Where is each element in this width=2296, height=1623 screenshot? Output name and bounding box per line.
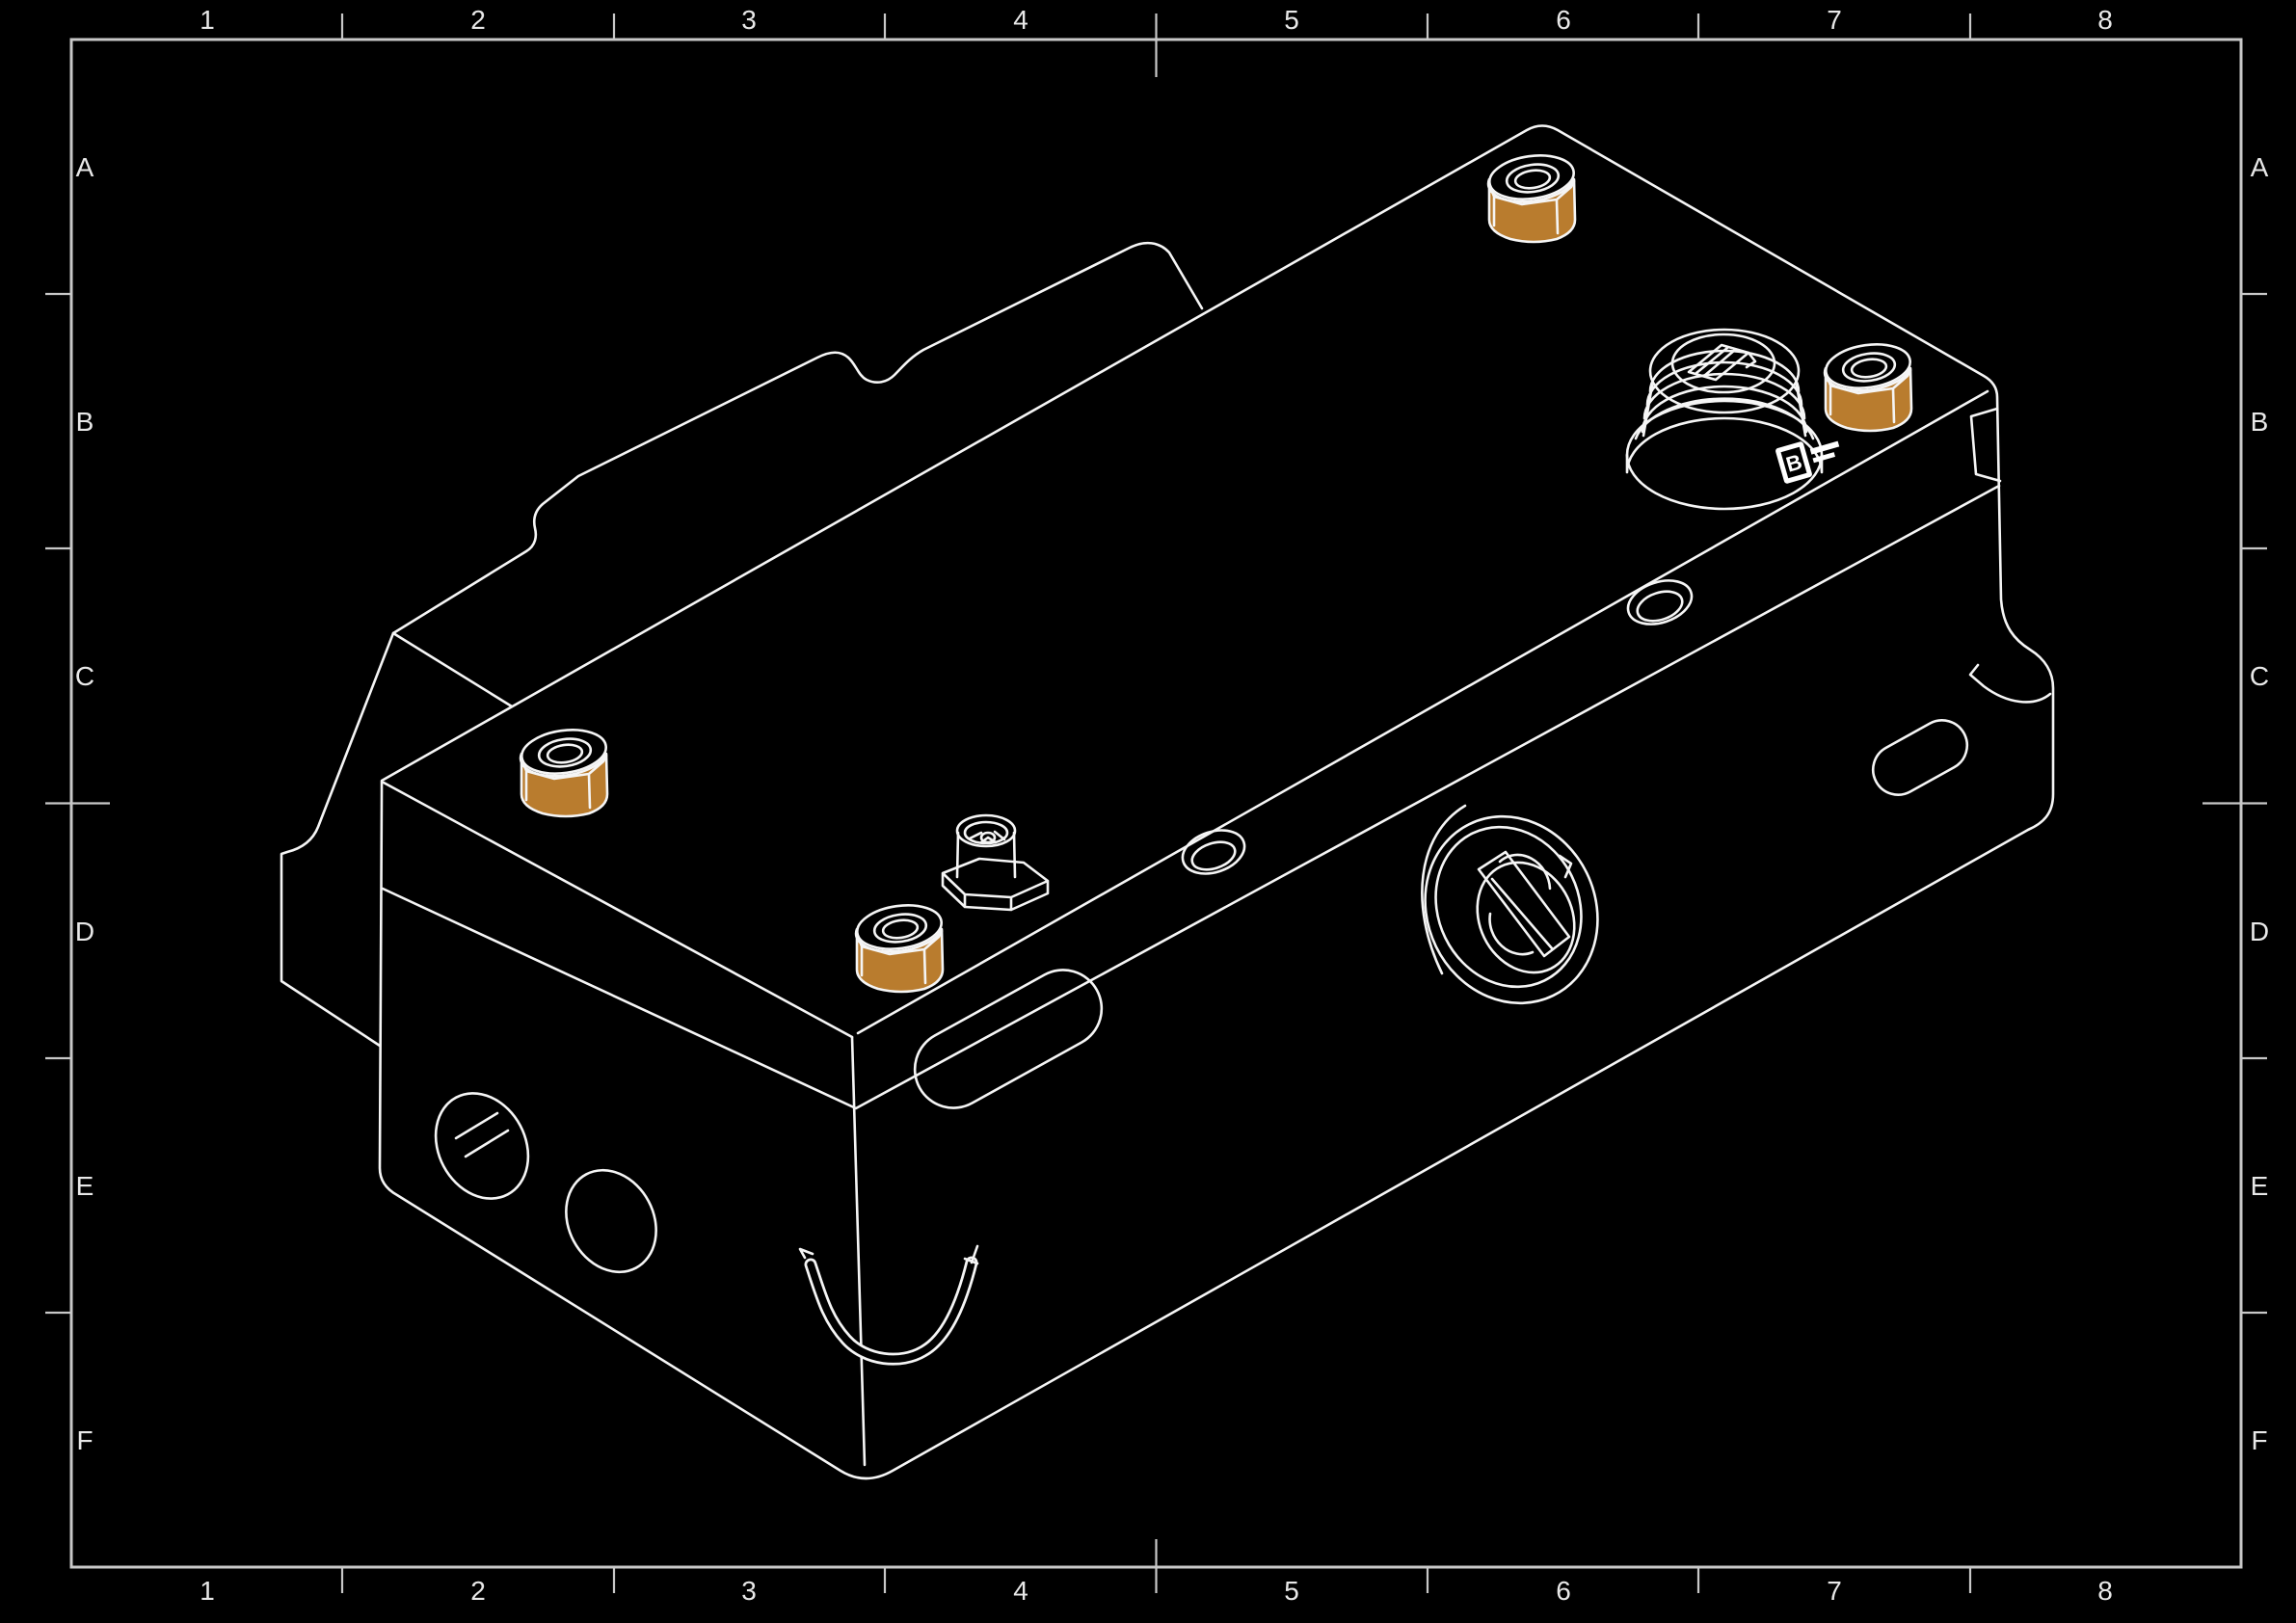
row-label-left: D — [75, 917, 94, 946]
row-label-right: A — [2251, 152, 2269, 182]
chamfer-hole-right — [1626, 579, 1694, 625]
tube-left-tip — [798, 1247, 814, 1260]
connector-rim-outer — [1648, 328, 1801, 414]
col-label-top: 2 — [470, 5, 486, 35]
terminal-pin — [979, 831, 997, 844]
chamfer-hole-left — [1181, 829, 1246, 875]
connector-shoulder — [1634, 397, 1815, 440]
col-label-top: 3 — [741, 5, 757, 35]
bayonet-side-wall — [1421, 804, 1467, 975]
bayonet-key-slot — [1477, 850, 1571, 958]
tube-inner — [807, 1259, 975, 1363]
retaining-clip — [1968, 663, 2052, 704]
terminal-hex-flange — [941, 857, 1050, 912]
bayonet-arcs — [1488, 853, 1573, 956]
sheet-frame — [45, 13, 2267, 1593]
logo-wordmark-bar — [1812, 452, 1835, 464]
row-label-right: F — [2251, 1425, 2267, 1455]
row-label-right: C — [2250, 661, 2269, 691]
tube-loop — [798, 1244, 979, 1366]
terminal-pin-detail — [968, 830, 1006, 844]
col-label-top: 7 — [1827, 5, 1842, 35]
col-label-bottom: 7 — [1827, 1576, 1842, 1606]
bayonet-connector — [1421, 804, 1599, 1005]
frame-ticks-bottom — [340, 1567, 1972, 1593]
connector-logo: B — [1775, 440, 1840, 484]
col-label-bottom: 2 — [470, 1576, 486, 1606]
frame-ticks-top — [340, 13, 1972, 40]
col-label-top: 5 — [1284, 5, 1299, 35]
row-label-left: C — [75, 661, 94, 691]
col-label-bottom: 8 — [2097, 1576, 2113, 1606]
row-label-left: B — [76, 407, 94, 437]
bayonet-mid — [1434, 825, 1583, 989]
col-label-bottom: 6 — [1556, 1576, 1571, 1606]
col-label-bottom: 5 — [1284, 1576, 1299, 1606]
frame-ticks-right — [2241, 292, 2267, 1315]
oval-port — [565, 1168, 657, 1274]
bayonet-inner — [1476, 861, 1576, 974]
col-label-top: 8 — [2097, 5, 2113, 35]
top-face-front-edge — [856, 389, 1989, 1035]
col-label-bottom: 1 — [200, 1576, 215, 1606]
row-label-left: F — [76, 1425, 93, 1455]
row-label-right: B — [2251, 407, 2269, 437]
edge-notch — [1969, 407, 2002, 483]
body-silhouette — [378, 124, 2055, 1480]
mounting-bracket — [280, 241, 1204, 1048]
bracket-wavy-top-edge — [391, 241, 1204, 635]
bracket-lower-face — [280, 631, 514, 1048]
top-face-left-edge — [382, 781, 854, 1039]
logo-plate-inner — [1780, 446, 1807, 479]
oblong-pad-right — [1871, 719, 1969, 796]
col-label-bottom: 4 — [1013, 1576, 1028, 1606]
terminal-rim-outer — [955, 813, 1017, 848]
connector-keyway — [1687, 343, 1757, 382]
grid-labels: 1 2 3 4 5 6 7 8 1 2 3 4 5 6 7 8 A B C D … — [75, 5, 2269, 1606]
col-label-bottom: 3 — [741, 1576, 757, 1606]
row-label-right: E — [2251, 1171, 2269, 1201]
row-label-left: E — [76, 1171, 94, 1201]
part-drawing: B — [280, 124, 2055, 1480]
bayonet-outer — [1424, 814, 1599, 1005]
row-label-right: D — [2250, 917, 2269, 946]
tube-right-tip — [963, 1244, 979, 1265]
oblong-pad-front — [913, 969, 1104, 1109]
col-label-top: 4 — [1013, 5, 1028, 35]
threaded-circular-connector: B — [1625, 328, 1840, 511]
col-label-top: 1 — [200, 5, 215, 35]
body-edges — [381, 389, 2052, 1467]
rf-pin-terminal — [941, 813, 1050, 912]
terminal-barrel — [955, 831, 1017, 879]
col-label-top: 6 — [1556, 5, 1571, 35]
connector-rim-inner — [1670, 333, 1776, 394]
logo-wordmark-bar — [1809, 440, 1840, 455]
row-label-left: A — [76, 152, 94, 182]
logo-letter: B — [1783, 449, 1804, 476]
port-slot-lines — [454, 1111, 510, 1158]
chamfer-lower-edge — [381, 484, 2001, 1110]
slotted-oval-port — [434, 1092, 530, 1200]
frame-ticks-left — [45, 292, 71, 1315]
